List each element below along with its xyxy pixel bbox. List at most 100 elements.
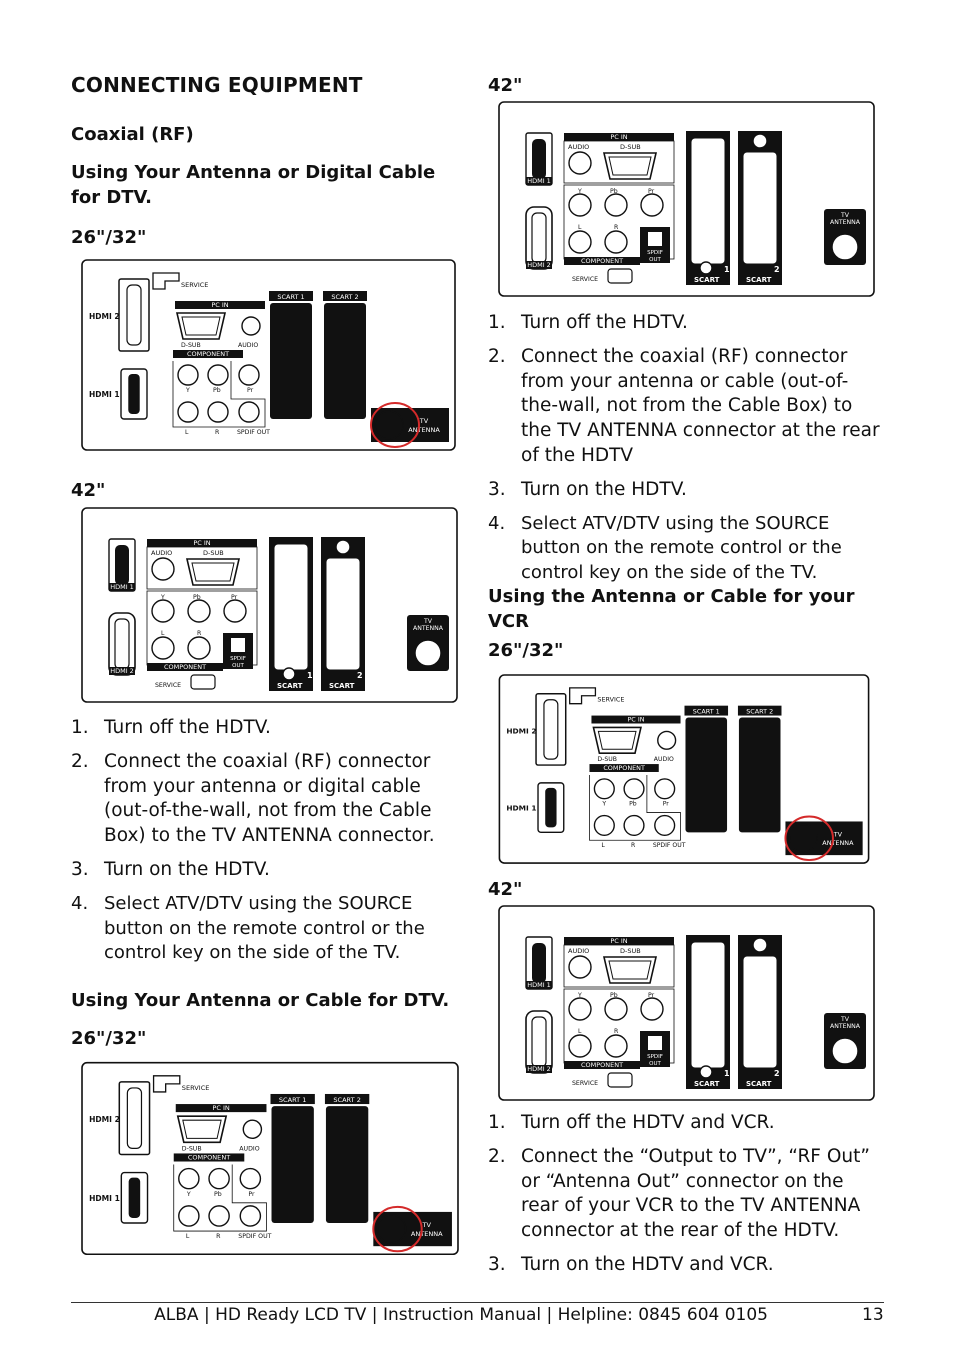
- step-item: 2.Connect the coaxial (RF) connector fro…: [71, 750, 435, 847]
- panel-outline: [146, 546, 258, 590]
- service-port-icon: [607, 1072, 633, 1088]
- pr-label: Pr: [247, 387, 254, 394]
- pc-in-bar-label: PC IN: [212, 1104, 230, 1112]
- panel-outline: [173, 1164, 267, 1232]
- hdmi2-port-icon: [531, 212, 547, 264]
- hdmi1-label: HDMI 1: [506, 804, 536, 813]
- scart2-bar: [737, 705, 782, 716]
- scart1-port-icon: [274, 544, 308, 670]
- r-label: R: [216, 1233, 221, 1240]
- model-size-label: 26"/32": [71, 1028, 147, 1049]
- dsub-label: D-SUB: [620, 947, 641, 955]
- tv-antenna-jack-icon: [831, 233, 859, 261]
- pb-label: Pb: [193, 594, 201, 601]
- out-label: OUT: [232, 663, 244, 669]
- r-label: R: [631, 842, 636, 849]
- antenna-label: ANTENNA: [408, 426, 440, 434]
- dsub-port-icon: [185, 558, 241, 586]
- l-label: L: [161, 630, 165, 637]
- audio-label: AUDIO: [654, 756, 674, 763]
- subheading-vcr: Using the Antenna or Cable for your VCR: [488, 586, 855, 632]
- y-label: Y: [601, 801, 606, 808]
- l-jack-icon: [177, 401, 199, 423]
- r-jack-icon: [623, 814, 645, 837]
- model-size-label: 42": [488, 75, 523, 96]
- dsub-port-icon: [608, 960, 652, 980]
- scart1-bar: [684, 705, 729, 716]
- dsub-port-icon: [182, 1119, 222, 1139]
- scart1-label: SCART: [694, 1080, 720, 1088]
- pc-in-bar-label: PC IN: [610, 937, 627, 945]
- scart2-port-icon: [738, 717, 781, 833]
- y-label: Y: [577, 188, 582, 195]
- pc-in-bar: [175, 301, 265, 309]
- service-port-icon: [152, 1075, 181, 1093]
- scart2-label: SCART: [746, 1080, 772, 1088]
- l-label: L: [186, 1233, 190, 1240]
- r-label: R: [215, 429, 220, 436]
- footer-divider: [71, 1302, 884, 1303]
- model-size-label: 26"/32": [71, 227, 147, 248]
- audio-jack-icon: [657, 730, 677, 750]
- y-jack-icon: [568, 193, 592, 217]
- hdmi2-label: HDMI 2: [89, 312, 120, 321]
- scart1-port-icon: [271, 1106, 314, 1223]
- pc-in-bar: [564, 133, 674, 141]
- spdif-port-icon: [231, 638, 245, 652]
- hdmi2-port-icon: [531, 1016, 547, 1068]
- scart1-port-icon: [685, 717, 728, 833]
- hdmi-port-icon: [128, 1177, 141, 1218]
- component-bar: [147, 663, 223, 671]
- scart2-label: SCART: [329, 682, 355, 690]
- pr-jack-icon: [640, 997, 664, 1021]
- audio-jack-icon: [568, 151, 592, 175]
- step-item: 1.Turn off the HDTV.: [71, 717, 271, 738]
- hdmi2-port-icon: [114, 618, 130, 670]
- spdif-out-label: SPDIF OUT: [237, 429, 270, 436]
- step-item: 1.Turn off the HDTV.: [488, 312, 688, 333]
- scart1-bar-label: SCART 1: [279, 1096, 307, 1104]
- component-bar: [173, 350, 243, 358]
- audio-jack-icon: [242, 1119, 263, 1140]
- footer-text: ALBA | HD Ready LCD TV | Instruction Man…: [154, 1305, 768, 1325]
- dsub-port-icon: [191, 562, 235, 582]
- scart1-label: SCART: [694, 276, 720, 284]
- scart2-bar-label: SCART 2: [333, 1096, 361, 1104]
- dsub-port-icon: [181, 316, 221, 336]
- pr-jack-icon: [640, 193, 664, 217]
- spdif-label: SPDIF: [230, 656, 246, 662]
- hdmi1-label: HDMI 1: [89, 1194, 120, 1203]
- step-item: 2.Connect the “Output to TV”, “RF Out” o…: [488, 1145, 870, 1242]
- spdif-jack-icon: [654, 814, 676, 837]
- component-bar-label: COMPONENT: [581, 1061, 623, 1069]
- scart2-port-icon: [324, 303, 366, 419]
- scart1-port-icon: [270, 303, 312, 419]
- l-jack-icon: [593, 814, 615, 837]
- model-size-label: 42": [71, 480, 106, 501]
- pb-jack-icon: [187, 599, 211, 623]
- pr-label: Pr: [231, 594, 238, 601]
- step-item: 3.Turn on the HDTV.: [71, 858, 270, 880]
- hdmi-port-icon: [128, 374, 140, 414]
- antenna-label: ANTENNA: [830, 219, 861, 226]
- pr-label: Pr: [648, 992, 655, 999]
- steps-digital-list: 1.Turn off the HDTV. 2.Connect the coaxi…: [71, 716, 466, 975]
- component-bar-label: COMPONENT: [164, 663, 206, 671]
- dsub-port-icon: [592, 726, 642, 754]
- component-bar-label: COMPONENT: [603, 764, 645, 772]
- tv-label: TV: [840, 1016, 850, 1023]
- tv-label: TV: [422, 1221, 432, 1229]
- scart1-jack-icon: [699, 1065, 713, 1079]
- y-jack-icon: [178, 1167, 200, 1190]
- tv-antenna-jack-icon: [414, 639, 442, 667]
- r-jack-icon: [207, 401, 229, 423]
- step-item: 3.Turn on the HDTV and VCR.: [488, 1253, 774, 1275]
- page-number: 13: [862, 1305, 884, 1325]
- service-port-icon: [152, 272, 180, 290]
- hdmi2-bar-label: HDMI 2: [527, 1065, 551, 1073]
- y-jack-icon: [151, 599, 175, 623]
- tv-label: TV: [419, 417, 429, 425]
